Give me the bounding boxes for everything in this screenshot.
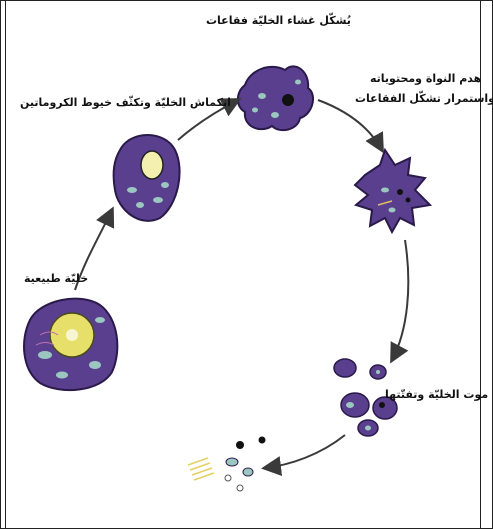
label-cell-shrinkage: انكماش الخليّة وتكثّف خيوط الكروماتين	[20, 96, 231, 109]
blebbing-cell	[238, 66, 313, 130]
arrow-bleb-to-fragment	[318, 100, 382, 150]
label-nucleus-breakdown-line2: واستمرار تشكّل الفقاعات	[355, 92, 493, 105]
cell-debris	[188, 437, 266, 492]
fragmenting-cell	[355, 150, 430, 232]
arrow-bodies-to-debris	[265, 435, 345, 468]
shrinking-cell	[114, 135, 180, 221]
label-cell-death: موت الخليّة وتفتّتها	[385, 388, 488, 401]
normal-cell	[24, 299, 117, 390]
label-membrane-blebbing: يُشكّل غشاء الخليّة فقاعات	[206, 14, 351, 27]
label-nucleus-breakdown-line1: هدم النواة ومحتوياته	[370, 72, 481, 85]
label-normal-cell: خليّة طبيعية	[24, 272, 88, 285]
arrow-fragment-to-bodies	[392, 240, 408, 360]
